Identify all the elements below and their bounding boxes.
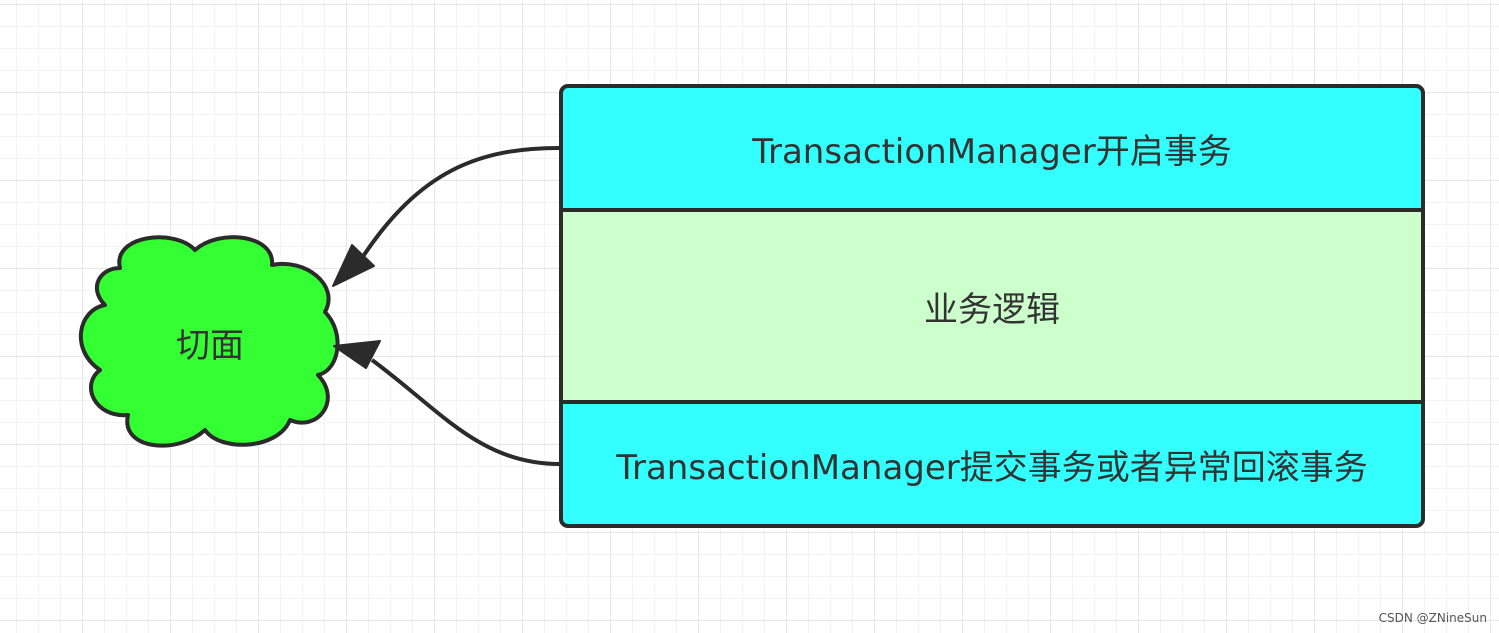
arrowhead-end bbox=[333, 340, 381, 369]
step-open-transaction[interactable]: TransactionManager开启事务 bbox=[559, 84, 1425, 212]
arrowhead-start bbox=[332, 244, 375, 287]
step-commit-or-rollback-label: TransactionManager提交事务或者异常回滚事务 bbox=[616, 447, 1368, 488]
arrow-end-to-aspect bbox=[370, 358, 560, 466]
step-business-logic[interactable]: 业务逻辑 bbox=[559, 208, 1425, 404]
arrow-start-to-aspect bbox=[360, 146, 560, 260]
watermark: CSDN @ZNineSun bbox=[1378, 611, 1487, 625]
step-business-logic-label: 业务逻辑 bbox=[924, 289, 1060, 330]
step-open-transaction-label: TransactionManager开启事务 bbox=[752, 131, 1232, 172]
aspect-label: 切面 bbox=[176, 326, 244, 366]
aspect-cloud[interactable] bbox=[78, 235, 340, 448]
step-commit-or-rollback[interactable]: TransactionManager提交事务或者异常回滚事务 bbox=[559, 400, 1425, 528]
